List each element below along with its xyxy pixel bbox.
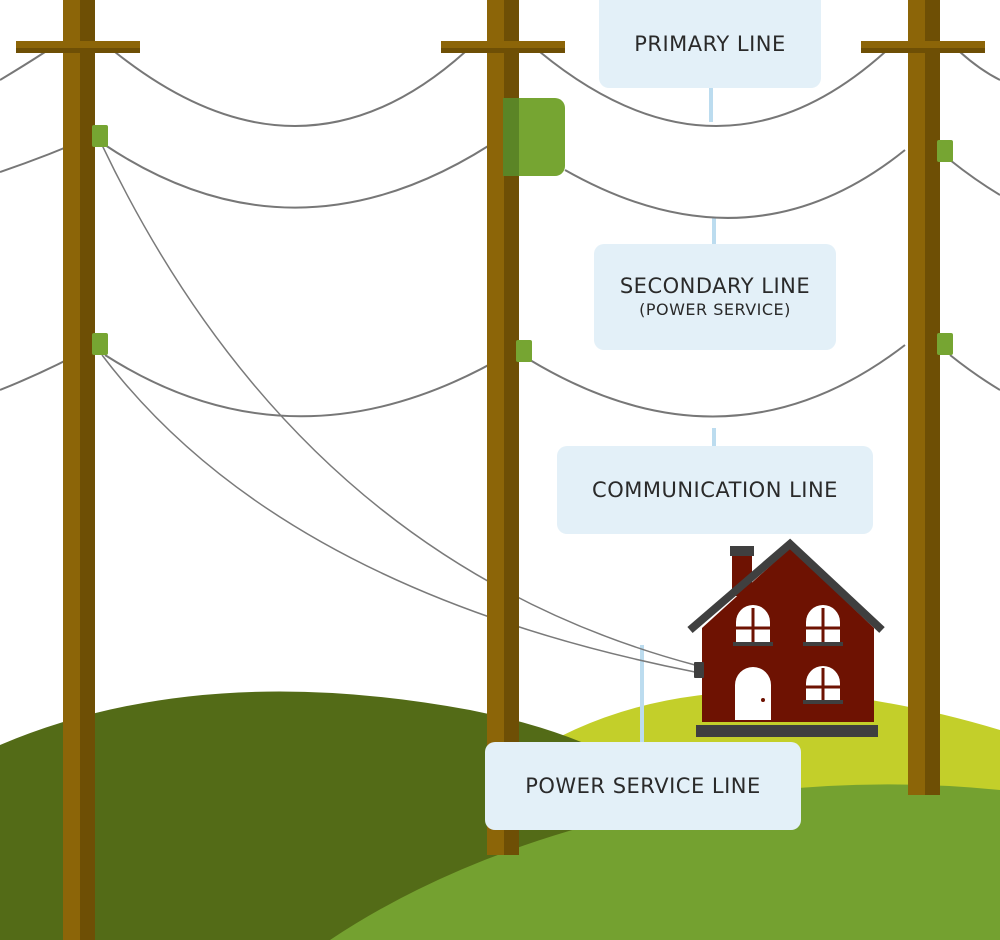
house-door	[735, 667, 771, 720]
house-window	[803, 605, 843, 646]
house-window	[733, 605, 773, 646]
pole-right	[861, 0, 985, 795]
insulator-icon	[92, 333, 108, 355]
primary-wires	[0, 51, 1000, 127]
pole-left	[16, 0, 140, 940]
communication-line-text: COMMUNICATION LINE	[592, 478, 838, 502]
primary-line-label: PRIMARY LINE	[599, 0, 821, 88]
power-service-line-label: POWER SERVICE LINE	[485, 742, 801, 830]
insulator-icon	[937, 333, 953, 355]
service-meter-icon	[694, 662, 704, 678]
secondary-line-label: SECONDARY LINE (POWER SERVICE)	[594, 244, 836, 350]
primary-line-text: PRIMARY LINE	[634, 32, 786, 56]
power-service-line-text: POWER SERVICE LINE	[525, 774, 761, 798]
pole-middle	[441, 0, 565, 855]
secondary-line-subtext: (POWER SERVICE)	[639, 300, 791, 319]
house-wall	[702, 548, 874, 722]
house-foundation	[696, 725, 878, 737]
secondary-line-text: SECONDARY LINE	[619, 274, 811, 298]
service-drop-wires	[101, 144, 696, 673]
insulator-icon	[937, 140, 953, 162]
communication-line-label: COMMUNICATION LINE	[557, 446, 873, 534]
house-window	[803, 666, 843, 704]
insulator-icon	[516, 340, 532, 362]
house-icon	[687, 538, 885, 737]
hill-mid	[330, 784, 1000, 940]
insulator-icon	[92, 125, 108, 147]
house-roof	[687, 538, 885, 634]
